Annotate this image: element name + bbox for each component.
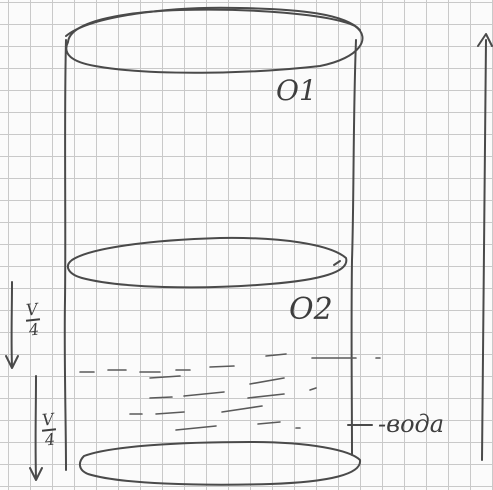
top-lid-outer-stroke (65, 6, 361, 37)
height-scale-line (477, 33, 493, 461)
bottom-ellipse (78, 441, 362, 486)
water-label: -вода (378, 410, 445, 438)
water-ripples (129, 375, 317, 431)
lower-dimension-arrow (29, 375, 43, 481)
fraction-denominator: 4 (27, 319, 41, 340)
gas-lower-label: O2 (289, 292, 333, 327)
piston-ellipse (66, 236, 348, 289)
fraction-numerator: V (41, 409, 55, 430)
cylinder-right-wall (350, 39, 357, 456)
upper-dimension-arrow (5, 281, 19, 369)
fraction-denominator: 4 (43, 429, 57, 450)
gas-upper-label: O1 (276, 74, 317, 107)
water-surface-dashes (79, 353, 381, 373)
piston-mark (333, 260, 341, 266)
fraction-numerator: V (25, 299, 39, 320)
cylinder-left-wall (63, 39, 67, 471)
